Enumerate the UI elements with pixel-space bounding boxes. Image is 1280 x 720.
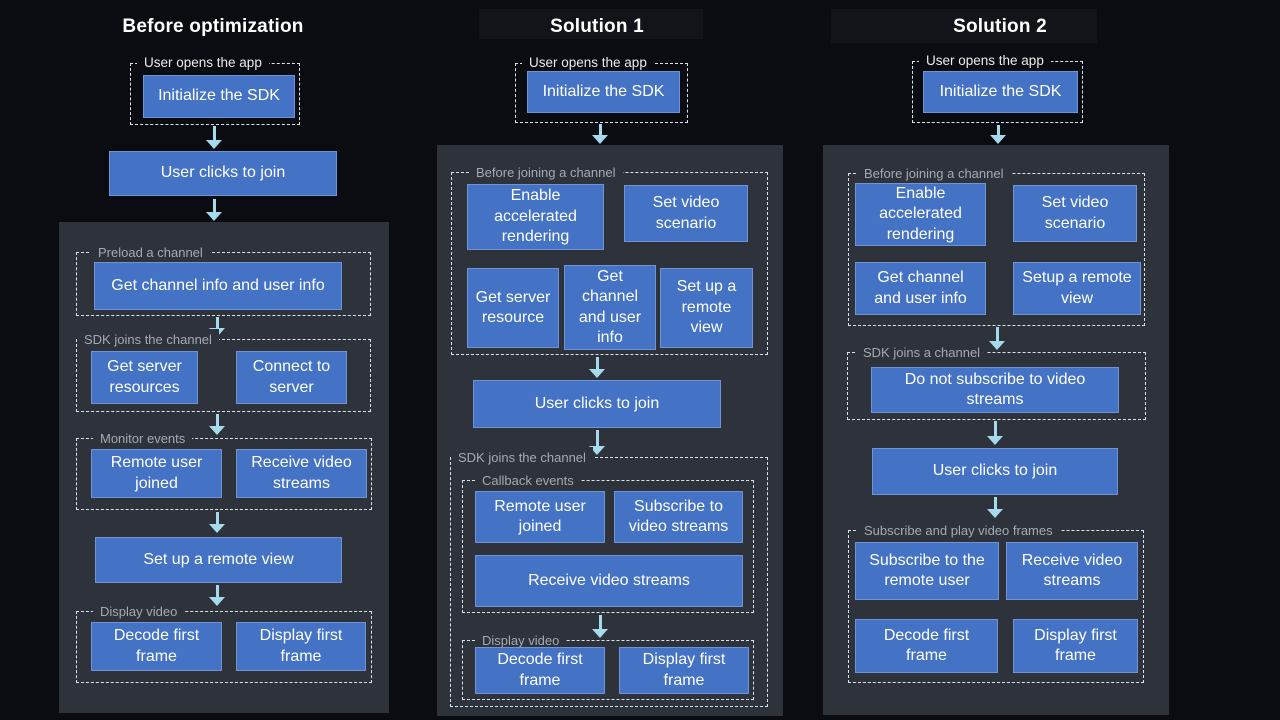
- solution1-column-title: Solution 1: [550, 16, 644, 37]
- solution2-display-first-frame-box: Display first frame: [1013, 619, 1138, 673]
- before-sdk-joins-group: SDK joins the channel: [76, 329, 371, 412]
- arrow-down-icon: [987, 497, 1003, 518]
- solution1-setup-remote-view-box: Set up a remote view: [660, 268, 753, 348]
- arrow-down-icon: [209, 512, 225, 533]
- solution1-display-video-group: Display video: [462, 630, 754, 700]
- solution2-sdk-joins-group: SDK joins a channel: [847, 342, 1146, 420]
- solution2-init-sdk-box: Initialize the SDK: [923, 71, 1078, 113]
- before-remote-user-joined-box: Remote user joined: [91, 449, 222, 498]
- before-display-video-label: Display video: [93, 601, 185, 623]
- before-column-title: Before optimization: [122, 16, 304, 37]
- solution1-init-sdk-box: Initialize the SDK: [527, 71, 680, 113]
- before-monitor-events-group: Monitor events: [76, 428, 372, 510]
- solution1-sdk-joins-group: SDK joins the channel: [450, 447, 768, 707]
- solution2-setup-remote-view-box: Setup a remote view: [1013, 262, 1141, 315]
- arrow-down-icon: [989, 327, 1005, 350]
- solution2-subscribe-play-group: Subscribe and play video frames: [848, 520, 1144, 683]
- before-sdk-joins-label: SDK joins the channel: [77, 329, 219, 351]
- solution2-entry-label: User opens the app: [919, 50, 1051, 72]
- solution1-get-server-resource-box: Get server resource: [467, 268, 559, 348]
- solution2-before-joining-label: Before joining a channel: [857, 163, 1011, 185]
- solution1-receive-video-streams-box: Receive video streams: [475, 555, 743, 607]
- arrow-down-icon: [589, 357, 605, 378]
- solution2-enable-accelerated-rendering-box: Enable accelerated rendering: [855, 183, 986, 246]
- before-get-channel-info-box: Get channel info and user info: [94, 262, 342, 310]
- before-get-server-resources-box: Get server resources: [91, 351, 198, 404]
- before-preload-label: Preload a channel: [91, 242, 210, 264]
- before-connect-to-server-box: Connect to server: [236, 351, 347, 404]
- before-entry-label: User opens the app: [137, 52, 269, 74]
- solution2-user-clicks-join-box: User clicks to join: [872, 448, 1118, 495]
- solution1-display-first-frame-box: Display first frame: [619, 647, 749, 694]
- solution1-sdk-joins-label: SDK joins the channel: [451, 447, 593, 469]
- solution2-column-title: Solution 2: [953, 16, 1047, 37]
- solution2-before-joining-group: Before joining a channel: [848, 163, 1145, 326]
- solution1-decode-first-frame-box: Decode first frame: [475, 647, 605, 694]
- solution1-before-joining-group: Before joining a channel: [451, 162, 768, 355]
- before-init-sdk-box: Initialize the SDK: [143, 75, 295, 118]
- solution2-receive-video-streams-box: Receive video streams: [1006, 542, 1138, 600]
- solution1-remote-user-joined-box: Remote user joined: [475, 491, 605, 543]
- solution2-sdk-joins-label: SDK joins a channel: [856, 342, 988, 364]
- solution2-subscribe-remote-user-box: Subscribe to the remote user: [855, 542, 999, 600]
- solution2-decode-first-frame-box: Decode first frame: [855, 619, 998, 673]
- solution2-title-backdrop: [831, 9, 1097, 43]
- before-entry-group: User opens the app: [130, 52, 300, 125]
- solution1-entry-group: User opens the app: [515, 52, 688, 123]
- solution1-user-clicks-join-box: User clicks to join: [473, 380, 721, 428]
- solution1-title-backdrop: [479, 9, 703, 39]
- solution1-subscribe-video-streams-box: Subscribe to video streams: [614, 491, 743, 543]
- before-user-clicks-join-box: User clicks to join: [109, 151, 337, 196]
- solution1-display-video-label: Display video: [475, 630, 567, 652]
- solution2-entry-group: User opens the app: [912, 50, 1083, 123]
- before-display-first-frame-box: Display first frame: [236, 622, 366, 671]
- before-setup-remote-view-box: Set up a remote view: [95, 537, 342, 583]
- solution1-set-video-scenario-box: Set video scenario: [624, 185, 748, 242]
- before-receive-video-streams-box: Receive video streams: [236, 449, 367, 498]
- solution2-subscribe-play-label: Subscribe and play video frames: [857, 520, 1060, 542]
- solution2-do-not-subscribe-box: Do not subscribe to video streams: [871, 367, 1119, 413]
- solution1-callback-events-label: Callback events: [475, 470, 581, 492]
- arrow-down-icon: [206, 126, 222, 149]
- arrow-down-icon: [589, 430, 605, 455]
- solution2-set-video-scenario-box: Set video scenario: [1013, 185, 1137, 242]
- solution2-get-channel-user-info-box: Get channel and user info: [855, 262, 986, 315]
- solution1-get-channel-user-info-box: Get channel and user info: [564, 265, 656, 350]
- before-monitor-events-label: Monitor events: [93, 428, 193, 450]
- arrow-down-icon: [987, 421, 1003, 445]
- solution1-callback-events-group: Callback events: [462, 470, 754, 613]
- solution1-entry-label: User opens the app: [522, 52, 654, 74]
- solution1-before-joining-label: Before joining a channel: [469, 162, 623, 184]
- before-preload-group: Preload a channel: [76, 242, 371, 316]
- arrow-down-icon: [206, 199, 222, 221]
- arrow-down-icon: [592, 615, 608, 638]
- arrow-down-icon: [209, 414, 225, 435]
- arrow-down-icon: [209, 585, 225, 606]
- arrow-down-icon: [990, 125, 1006, 144]
- before-display-video-group: Display video: [76, 601, 372, 683]
- arrow-down-icon: [592, 124, 608, 144]
- before-decode-first-frame-box: Decode first frame: [91, 622, 222, 671]
- solution1-enable-accelerated-rendering-box: Enable accelerated rendering: [467, 184, 604, 250]
